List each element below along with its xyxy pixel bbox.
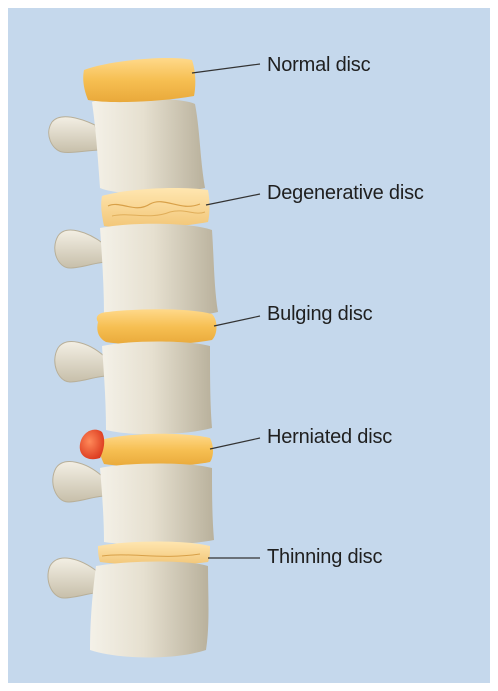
vertebra-3 bbox=[55, 342, 212, 435]
leader-line-bulging bbox=[214, 316, 260, 326]
degenerative-disc bbox=[101, 188, 209, 228]
herniation-bulge bbox=[80, 430, 104, 460]
label-normal-disc: Normal disc bbox=[267, 54, 370, 77]
bulging-disc bbox=[97, 309, 217, 345]
label-bulging-disc: Bulging disc bbox=[267, 303, 372, 326]
vertebra-2 bbox=[55, 224, 218, 319]
vertebra-1 bbox=[49, 99, 205, 195]
leader-line-herniated bbox=[210, 438, 260, 449]
leader-line-normal bbox=[192, 64, 260, 73]
leader-line-degenerative bbox=[206, 194, 260, 205]
normal-disc bbox=[83, 58, 195, 102]
vertebra-5 bbox=[48, 558, 209, 657]
label-herniated-disc: Herniated disc bbox=[267, 426, 392, 449]
vertebra-4 bbox=[53, 462, 214, 545]
herniated-disc bbox=[80, 430, 213, 467]
label-degenerative-disc: Degenerative disc bbox=[267, 182, 424, 205]
thinning-disc bbox=[98, 542, 210, 566]
label-thinning-disc: Thinning disc bbox=[267, 546, 382, 569]
